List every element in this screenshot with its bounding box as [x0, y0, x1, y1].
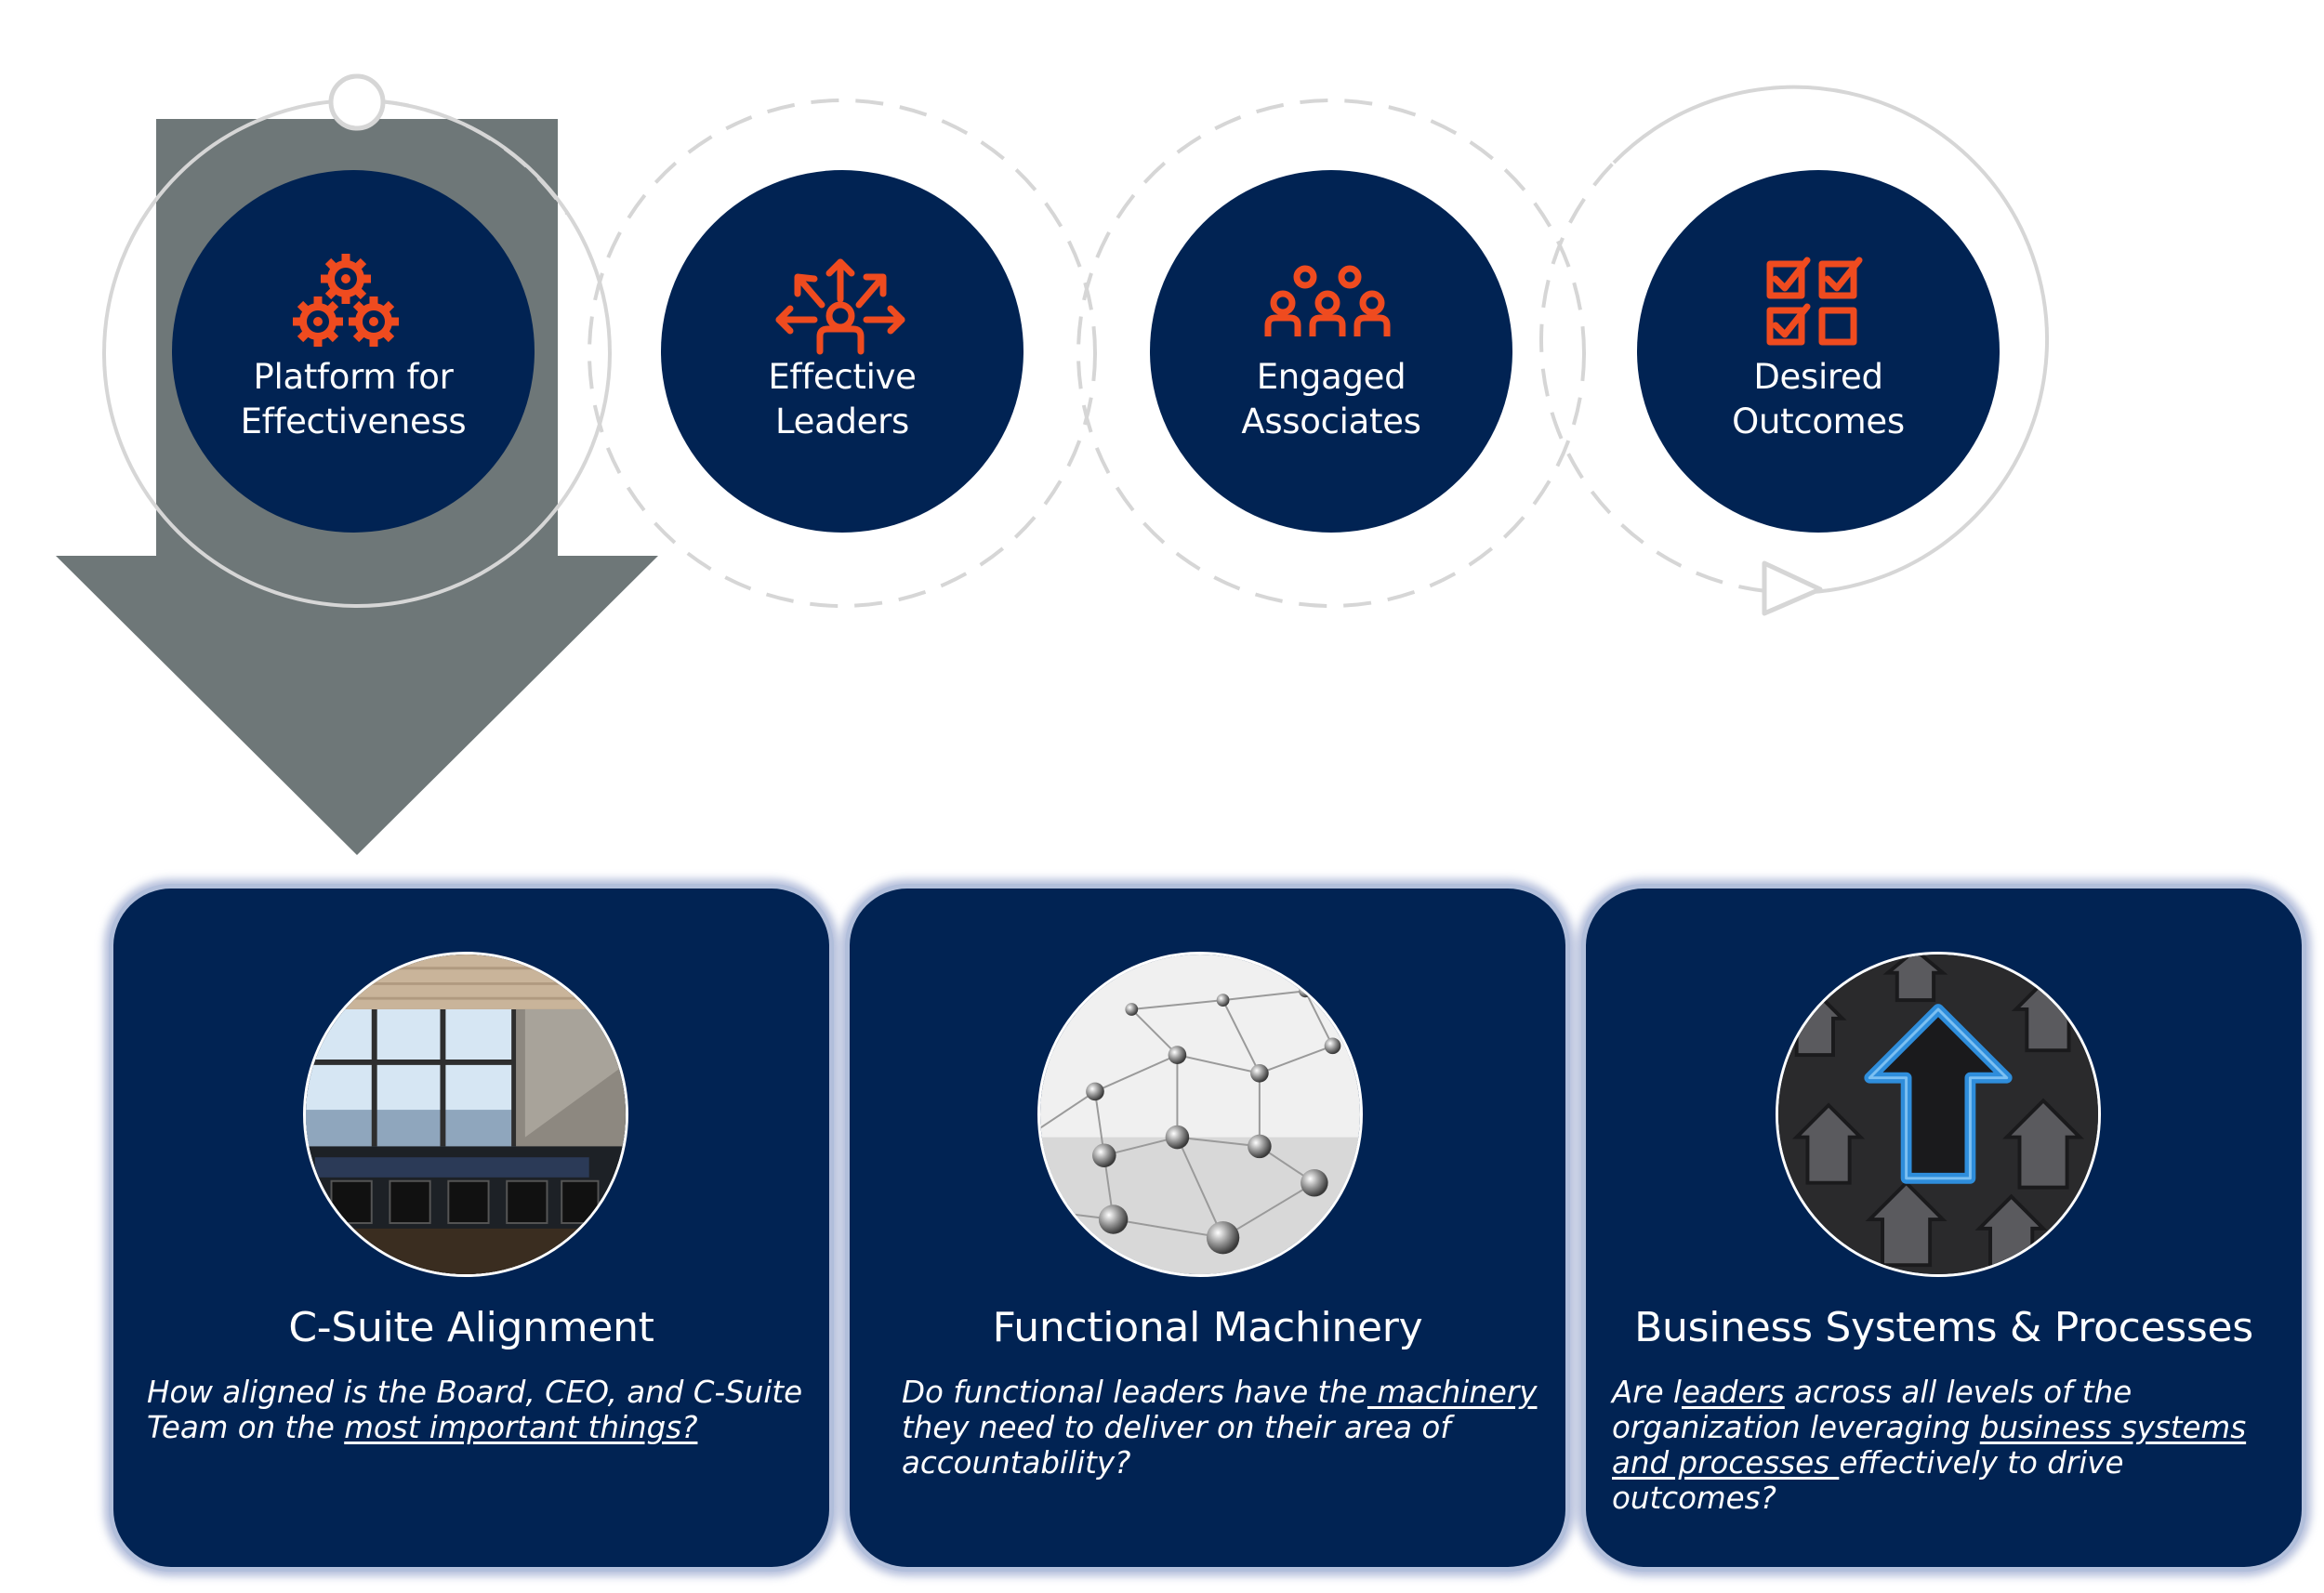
card-3-link-business-systems[interactable]: business systems	[1979, 1410, 2247, 1445]
step-4-line-1: Desired	[1753, 357, 1883, 397]
step-label-outcomes: Desired Outcomes	[1679, 355, 1958, 444]
card-2-question: Do functional leaders have the machinery…	[902, 1375, 1565, 1481]
card-functional-machinery: Functional Machinery Do functional leade…	[850, 889, 1565, 1567]
card-2-title: Functional Machinery	[992, 1304, 1423, 1351]
card-3-link-processes[interactable]: and processes	[1612, 1445, 1840, 1481]
step-circle-4	[1637, 170, 2000, 533]
card-3-line-1b: across all levels of the	[1784, 1375, 2133, 1410]
card-1-question: How aligned is the Board, CEO, and C-Sui…	[147, 1375, 816, 1445]
step-1-line-1: Platform for	[253, 357, 454, 397]
step-label-platform: Platform for Effectiveness	[214, 355, 493, 444]
step-4-line-2: Outcomes	[1732, 402, 1905, 441]
network-nodes-photo	[1037, 952, 1363, 1277]
card-2-line-3: accountability?	[902, 1445, 1131, 1481]
step-ring-4-dashed	[1539, 161, 1767, 593]
boardroom-photo	[303, 952, 628, 1277]
maze-arrow-photo	[1776, 952, 2101, 1277]
step-ring-2	[588, 99, 1097, 608]
card-1-line-1: How aligned is the Board, CEO, and C-Sui…	[147, 1375, 803, 1410]
step-circle-2	[661, 170, 1023, 533]
card-1-title: C-Suite Alignment	[288, 1304, 654, 1351]
gears-icon	[293, 254, 399, 347]
card-c-suite-alignment: C-Suite Alignment How aligned is the Boa…	[113, 889, 829, 1567]
card-3-question: Are leaders across all levels of the org…	[1612, 1375, 2281, 1516]
step-3-line-1: Engaged	[1256, 357, 1406, 397]
step-ring-4-solid	[1612, 85, 2049, 595]
step-label-leaders: Effective Leaders	[703, 355, 982, 444]
step-ring-1-dashed	[380, 99, 569, 216]
leader-arrows-icon	[775, 258, 905, 355]
step-label-associates: Engaged Associates	[1192, 355, 1471, 444]
step-circle-3	[1150, 170, 1512, 533]
card-business-systems: Business Systems & Processes Are leaders…	[1586, 889, 2302, 1567]
card-3-line-2a: organization leveraging	[1612, 1410, 1980, 1445]
cycle-arrowhead-icon	[1762, 560, 1823, 616]
step-2-line-2: Leaders	[774, 402, 910, 441]
card-1-link-important-things[interactable]: most important things?	[344, 1410, 698, 1445]
card-1-line-2: Team on the	[147, 1410, 345, 1445]
card-3-link-leaders[interactable]: eaders	[1681, 1375, 1785, 1410]
step-ring-3	[1076, 99, 1586, 608]
cycle-start-dot	[328, 73, 386, 131]
people-group-icon	[1264, 265, 1391, 336]
step-1-line-2: Effectiveness	[240, 402, 467, 441]
card-2-line-1: Do functional leaders have the	[902, 1375, 1367, 1410]
card-3-line-3b: effectively to drive outcomes?	[1612, 1445, 2124, 1516]
step-2-line-1: Effective	[768, 357, 917, 397]
step-circle-1	[172, 170, 535, 533]
card-3-title: Business Systems & Processes	[1634, 1304, 2253, 1351]
card-2-link-machinery[interactable]: machinery	[1367, 1375, 1538, 1410]
step-3-line-2: Associates	[1241, 402, 1421, 441]
card-3-line-1a: Are l	[1612, 1375, 1682, 1410]
checklist-icon	[1766, 257, 1863, 346]
card-2-line-2: they need to deliver on their area of	[902, 1410, 1451, 1445]
